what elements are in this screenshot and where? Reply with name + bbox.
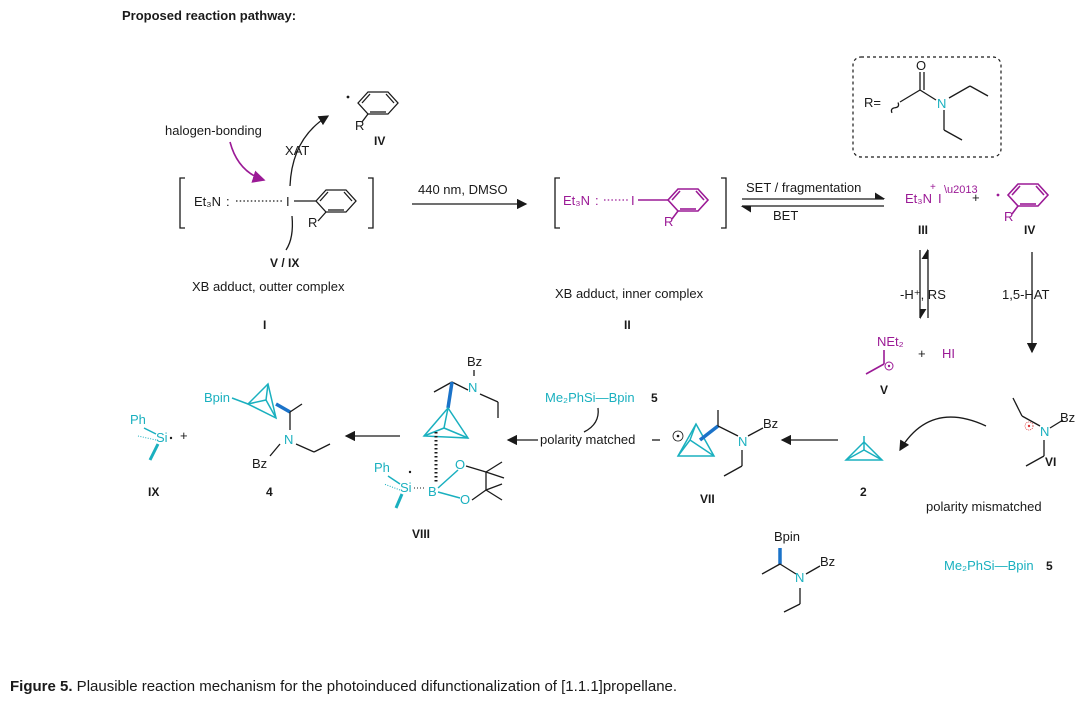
label-5-bottom: 5 [1046, 559, 1053, 573]
byproduct-bz: Bz [820, 554, 835, 569]
viii-oxygen-1: O [455, 457, 465, 472]
figure-caption-text: Plausible reaction mechanism for the pho… [72, 678, 678, 695]
v-label: V [880, 383, 888, 397]
bcp-radical-vii: N Bz VII [672, 410, 778, 506]
complex-ii: Et₃N : I R XB adduct, inner complex II [554, 177, 727, 332]
viii-boron: B [428, 484, 437, 499]
viii-oxygen-2: O [460, 492, 470, 507]
v-ix-arc [285, 215, 294, 251]
silyl-radical-ix: Ph Si + IX [130, 412, 188, 499]
r-substituent: R [308, 215, 317, 230]
r-substituent-top: R [355, 118, 364, 133]
reagent-5-bottom: Me₂PhSi—Bpin [944, 558, 1034, 573]
polarity-mismatched-label: polarity mismatched [926, 499, 1042, 514]
complex-ii-number: II [624, 318, 631, 332]
iii-et3n: Et₃N [905, 191, 932, 206]
viii-nitrogen: N [468, 380, 477, 395]
viii-label: VIII [412, 527, 430, 541]
scheme-heading: Proposed reaction pathway: [122, 8, 297, 23]
vi-bz: Bz [1060, 410, 1075, 425]
figure-caption: Figure 5. Plausible reaction mechanism f… [10, 678, 677, 695]
et3n-label-ii: Et₃N [563, 193, 590, 208]
product-4: Bpin N Bz 4 [204, 382, 331, 499]
vi-label: VI [1045, 455, 1056, 469]
r-substituent-ii: R [664, 214, 673, 229]
svg-text:I: I [631, 193, 635, 208]
nitrogen: N [937, 96, 946, 111]
ix-si: Si [156, 430, 168, 445]
viii-ph: Ph [374, 460, 390, 475]
p4-nitrogen: N [284, 432, 293, 447]
p4-bpin: Bpin [204, 390, 230, 405]
svg-text:\u2013: \u2013 [944, 184, 978, 196]
radical-addition-arrow [899, 416, 987, 452]
set-fragmentation-label: SET / fragmentation [746, 180, 861, 195]
plus-sign-2: + [918, 346, 926, 361]
label-4: 4 [266, 485, 273, 499]
hat-label: 1,5-HAT [1002, 287, 1049, 302]
bet-label: BET [773, 208, 798, 223]
vii-label: VII [700, 492, 715, 506]
byproduct-nitrogen: N [795, 570, 804, 585]
label-2: 2 [860, 485, 867, 499]
iii-label: III [918, 223, 928, 237]
vii-bz: Bz [763, 416, 778, 431]
vi-nitrogen: N [1040, 424, 1049, 439]
propellane-2: 2 [844, 436, 884, 499]
r-equals: R= [864, 95, 881, 110]
ix-plus: + [180, 428, 188, 443]
r-definition-box: R= O N [852, 56, 1002, 158]
aryl-radical-iv-top: R IV [346, 91, 399, 148]
xat-arrow [289, 115, 330, 187]
byproduct-bpin: Bpin [774, 529, 800, 544]
viii-bz: Bz [467, 354, 482, 369]
svg-text:+: + [930, 182, 936, 193]
reagent-arc [583, 407, 599, 433]
deprotonation-label: -H⁺, RS [900, 287, 946, 302]
iv-label: IV [1024, 223, 1035, 237]
bpin-amine-byproduct: Bpin N Bz [761, 529, 835, 613]
complex-ii-name: XB adduct, inner complex [555, 286, 704, 301]
oxygen: O [916, 58, 926, 73]
hi-label: HI [942, 346, 955, 361]
svg-text::: : [595, 193, 599, 208]
complex-i: Et₃N : I R halogen-bonding XAT R IV V / … [165, 91, 399, 332]
halogen-bonding-arrow [229, 141, 266, 183]
ix-ph: Ph [130, 412, 146, 427]
polarity-matched-label: polarity matched [540, 432, 635, 447]
benzene-ring [315, 189, 357, 213]
complex-i-number: I [263, 318, 266, 332]
viii-si: Si [400, 480, 412, 495]
photo-conditions: 440 nm, DMSO [418, 182, 508, 197]
net2-label: NEt₂ [877, 334, 904, 349]
p4-bz: Bz [252, 456, 267, 471]
ix-label: IX [148, 485, 159, 499]
vii-nitrogen: N [738, 434, 747, 449]
v-ix-label: V / IX [270, 256, 299, 270]
boronate-complex-viii: N Bz B O O Ph Si VIII [374, 354, 505, 541]
r-substituent-iv: R [1004, 209, 1013, 224]
carbon-radical-vi: N Bz VI [1012, 397, 1075, 469]
figure-label: Figure 5. [10, 678, 73, 695]
et3n-label: Et₃N [194, 194, 221, 209]
label-5: 5 [651, 391, 658, 405]
aryl-radical-iv: R IV [996, 183, 1050, 237]
complex-i-name: XB adduct, outter complex [192, 279, 345, 294]
xat-label: XAT [285, 143, 309, 158]
alpha-amino-radical-v: NEt₂ V [865, 334, 904, 397]
plus-sign: + [972, 190, 980, 205]
lone-pair: : [226, 194, 230, 209]
reagent-5: Me₂PhSi—Bpin [545, 390, 635, 405]
svg-text:I: I [938, 191, 942, 206]
iv-label-top: IV [374, 134, 385, 148]
halogen-bonding-label: halogen-bonding [165, 123, 262, 138]
radical-cation-iii: Et₃N + I \u2013 III [905, 182, 978, 237]
iodine-label: I [286, 194, 290, 209]
